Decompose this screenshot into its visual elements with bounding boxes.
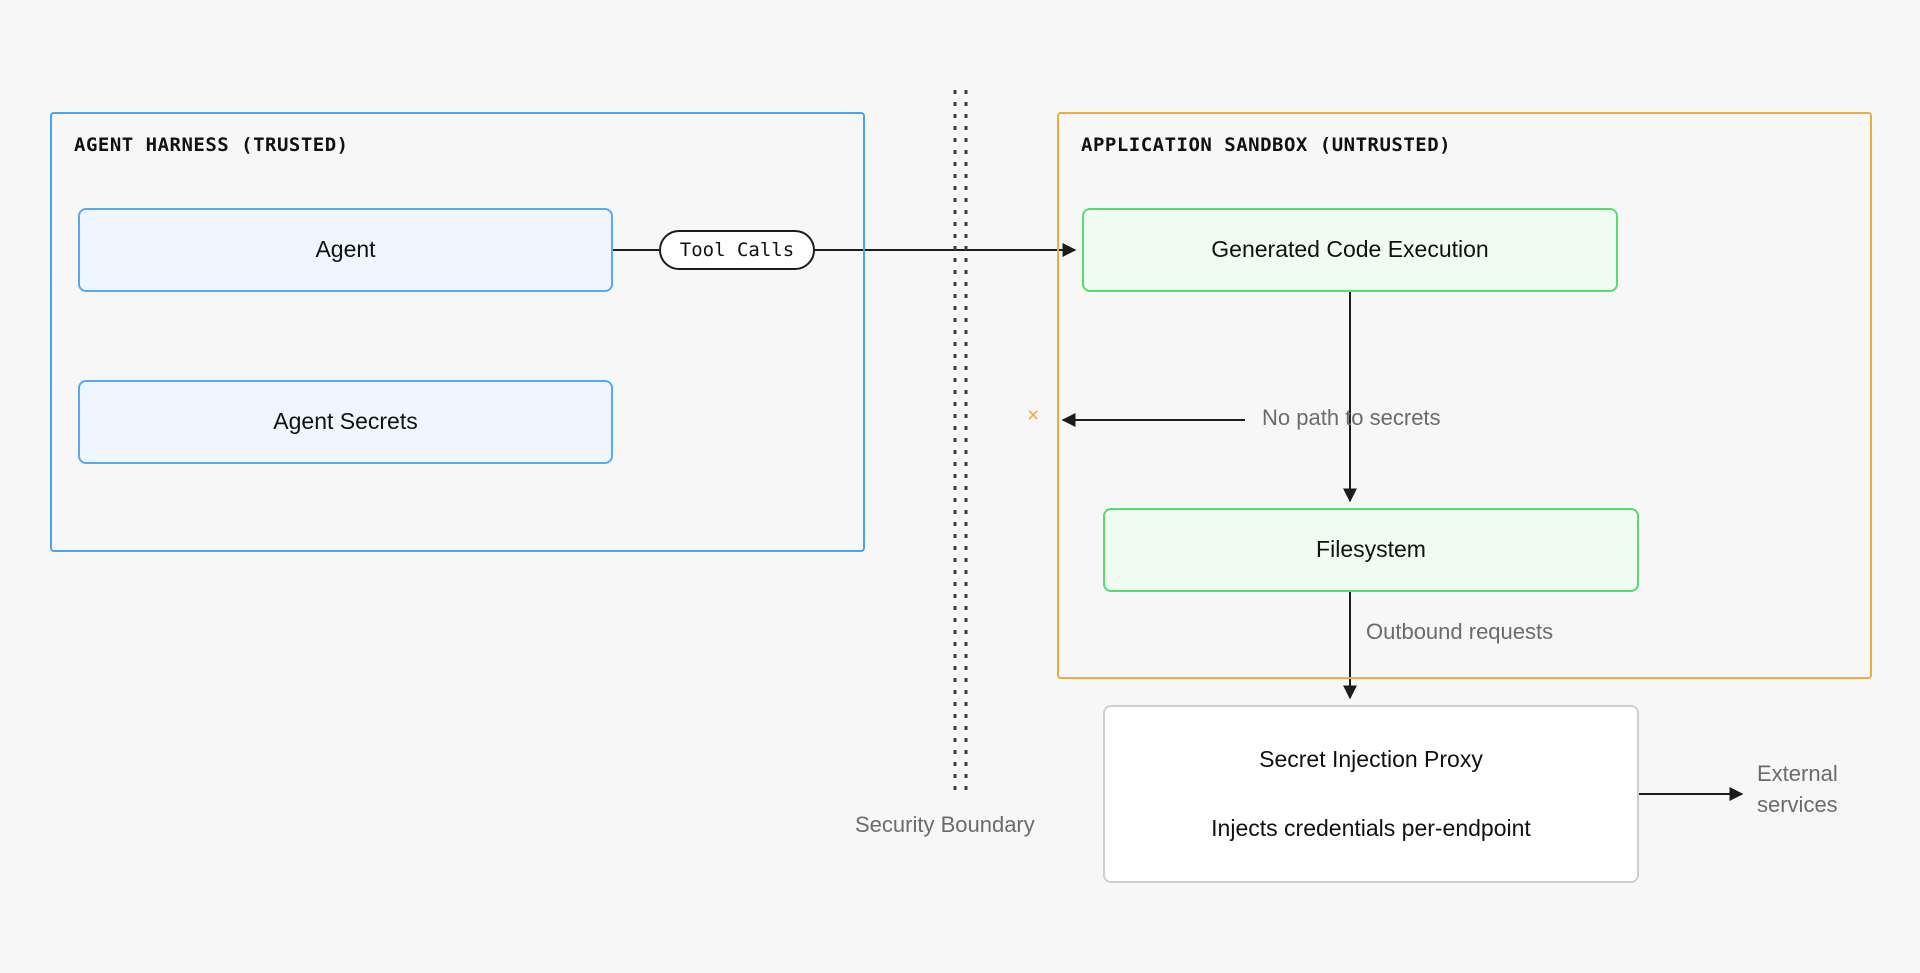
edge-label-tool-calls-text: Tool Calls: [679, 239, 795, 261]
edge-label-no-path-to-secrets: No path to secrets: [1262, 405, 1441, 430]
node-filesystem[interactable]: Filesystem: [1103, 508, 1639, 592]
node-filesystem-label: Filesystem: [1316, 536, 1426, 563]
security-boundary-label: Security Boundary: [855, 812, 1035, 837]
edge-label-tool-calls: Tool Calls: [659, 230, 815, 270]
node-generated-code-execution[interactable]: Generated Code Execution: [1082, 208, 1618, 292]
group-application-sandbox-title: APPLICATION SANDBOX (UNTRUSTED): [1081, 134, 1452, 156]
edge-label-external-services: External services: [1757, 761, 1838, 818]
group-agent-harness-title: AGENT HARNESS (TRUSTED): [74, 134, 349, 156]
blocked-path-x-icon: ×: [1027, 404, 1040, 427]
edge-label-outbound-requests: Outbound requests: [1366, 619, 1554, 644]
node-agent-label: Agent: [315, 236, 376, 263]
node-secret-injection-proxy[interactable]: Secret Injection Proxy Injects credentia…: [1103, 705, 1639, 883]
node-agent[interactable]: Agent: [78, 208, 613, 292]
node-secret-injection-proxy-sublabel: Injects credentials per-endpoint: [1211, 815, 1531, 841]
node-generated-code-execution-label: Generated Code Execution: [1211, 236, 1489, 263]
group-application-sandbox-untrusted: [1057, 112, 1872, 679]
group-agent-harness-trusted: [50, 112, 865, 552]
node-agent-secrets-label: Agent Secrets: [273, 408, 418, 435]
node-agent-secrets[interactable]: Agent Secrets: [78, 380, 613, 464]
node-secret-injection-proxy-label: Secret Injection Proxy: [1259, 745, 1483, 772]
